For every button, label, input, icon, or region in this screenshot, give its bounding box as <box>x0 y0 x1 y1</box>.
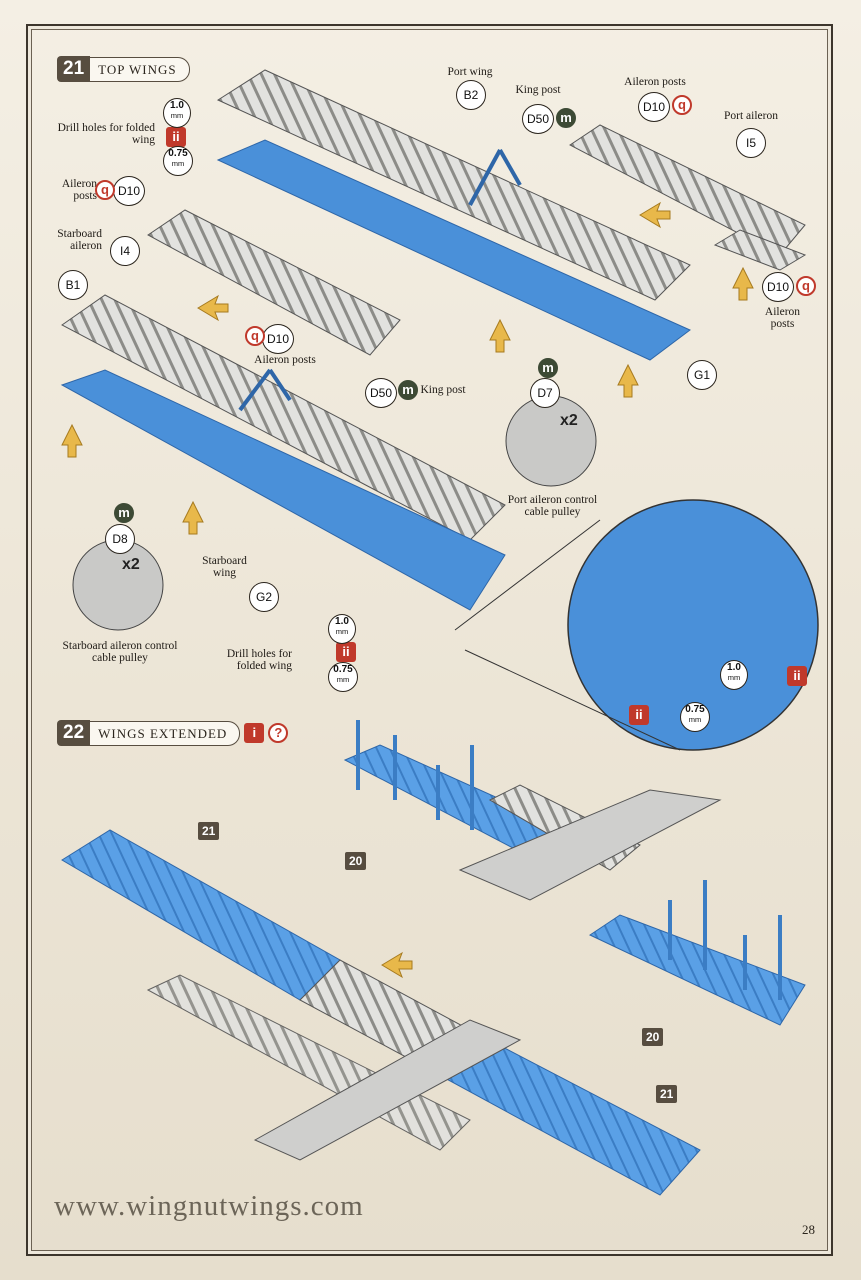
label-king-post: King post <box>515 84 561 96</box>
ref-step-20: 20 <box>642 1028 664 1046</box>
part-d10: D10 <box>262 324 294 354</box>
label-drill-holes: Drill holes for folded wing <box>226 648 292 672</box>
warning-ii-icon: ii <box>787 666 807 686</box>
label-aileron-posts: Aileron posts <box>624 76 686 88</box>
step-number: 21 <box>57 56 91 82</box>
detail-zoom-inset <box>567 499 819 751</box>
warning-ii-icon: ii <box>166 127 186 147</box>
label-starboard-pulley: Starboard aileron control cable pulley <box>62 640 178 664</box>
paint-q-icon: q <box>672 95 692 115</box>
arrow-7 <box>182 500 204 535</box>
label-drill-holes: Drill holes for folded wing <box>57 122 155 146</box>
port-pulley-inset <box>505 395 597 487</box>
king-post-mid <box>238 368 272 412</box>
step-title: WINGS EXTENDED <box>90 720 241 746</box>
g1-blue-panel <box>216 139 691 361</box>
paint-m-icon: m <box>556 108 576 128</box>
part-i4: I4 <box>110 236 140 266</box>
ref-step-21: 21 <box>198 822 220 840</box>
label-king-post: King post <box>420 384 466 396</box>
arrow-3 <box>489 318 511 353</box>
step-21-header: 21 TOP WINGS <box>57 56 190 82</box>
part-d10: D10 <box>638 92 670 122</box>
label-aileron-posts: Aileron posts <box>764 306 801 330</box>
king-post-top <box>468 149 502 206</box>
arrow-1 <box>639 201 671 229</box>
g2-blue-panel <box>60 369 506 611</box>
arrow-8 <box>381 951 413 979</box>
help-icon: ? <box>268 723 289 743</box>
part-g1: G1 <box>687 360 717 390</box>
starboard-wing-fabric <box>61 294 506 541</box>
fuselage-big <box>253 1019 522 1161</box>
part-i5: I5 <box>736 128 766 158</box>
paint-q-icon: q <box>95 180 115 200</box>
port-wing-fabric <box>216 69 691 301</box>
label-port-pulley: Port aileron control cable pulley <box>507 494 598 518</box>
label-port-wing: Port wing <box>447 66 493 78</box>
label-aileron-posts: Aileron posts <box>61 178 97 202</box>
paint-m-icon: m <box>398 380 418 400</box>
part-d10: D10 <box>113 176 145 206</box>
quantity-x2: x2 <box>122 556 140 573</box>
step-title: TOP WINGS <box>90 56 190 82</box>
part-g2: G2 <box>249 582 279 612</box>
part-d8: D8 <box>105 524 135 554</box>
paint-q-icon: q <box>245 326 265 346</box>
starboard-aileron-part <box>147 209 401 356</box>
part-d50: D50 <box>365 378 397 408</box>
page-border <box>26 24 833 1256</box>
part-b2: B2 <box>456 80 486 110</box>
step-22-header: 22 WINGS EXTENDED i ? <box>57 720 289 746</box>
page-number: 28 <box>802 1222 815 1237</box>
website-url: www.wingnutwings.com <box>54 1190 364 1222</box>
arrow-6 <box>61 423 83 458</box>
ref-step-21: 21 <box>656 1085 678 1103</box>
warning-ii-icon: ii <box>336 642 356 662</box>
arrow-2 <box>197 294 229 322</box>
quantity-x2: x2 <box>560 412 578 429</box>
lower-wing-small-right <box>588 914 806 1026</box>
paint-m-icon: m <box>538 358 558 378</box>
paint-q-icon: q <box>796 276 816 296</box>
warning-ii-icon: ii <box>629 705 649 725</box>
port-aileron-part <box>569 124 806 256</box>
label-starboard-wing: Starboard wing <box>202 555 247 579</box>
part-d10: D10 <box>762 272 794 302</box>
label-starboard-aileron: Starboard aileron <box>57 228 102 252</box>
ref-step-20: 20 <box>345 852 367 870</box>
arrow-4 <box>617 363 639 398</box>
arrow-5 <box>732 266 754 301</box>
paint-m-icon: m <box>114 503 134 523</box>
info-icon: i <box>244 723 265 743</box>
label-port-aileron: Port aileron <box>724 110 778 122</box>
part-d7: D7 <box>530 378 560 408</box>
label-aileron-posts: Aileron posts <box>254 354 316 366</box>
step-number: 22 <box>57 720 91 746</box>
part-d50: D50 <box>522 104 554 134</box>
part-b1: B1 <box>58 270 88 300</box>
top-wing-big-left <box>61 829 341 1001</box>
fuselage-small <box>458 789 722 901</box>
